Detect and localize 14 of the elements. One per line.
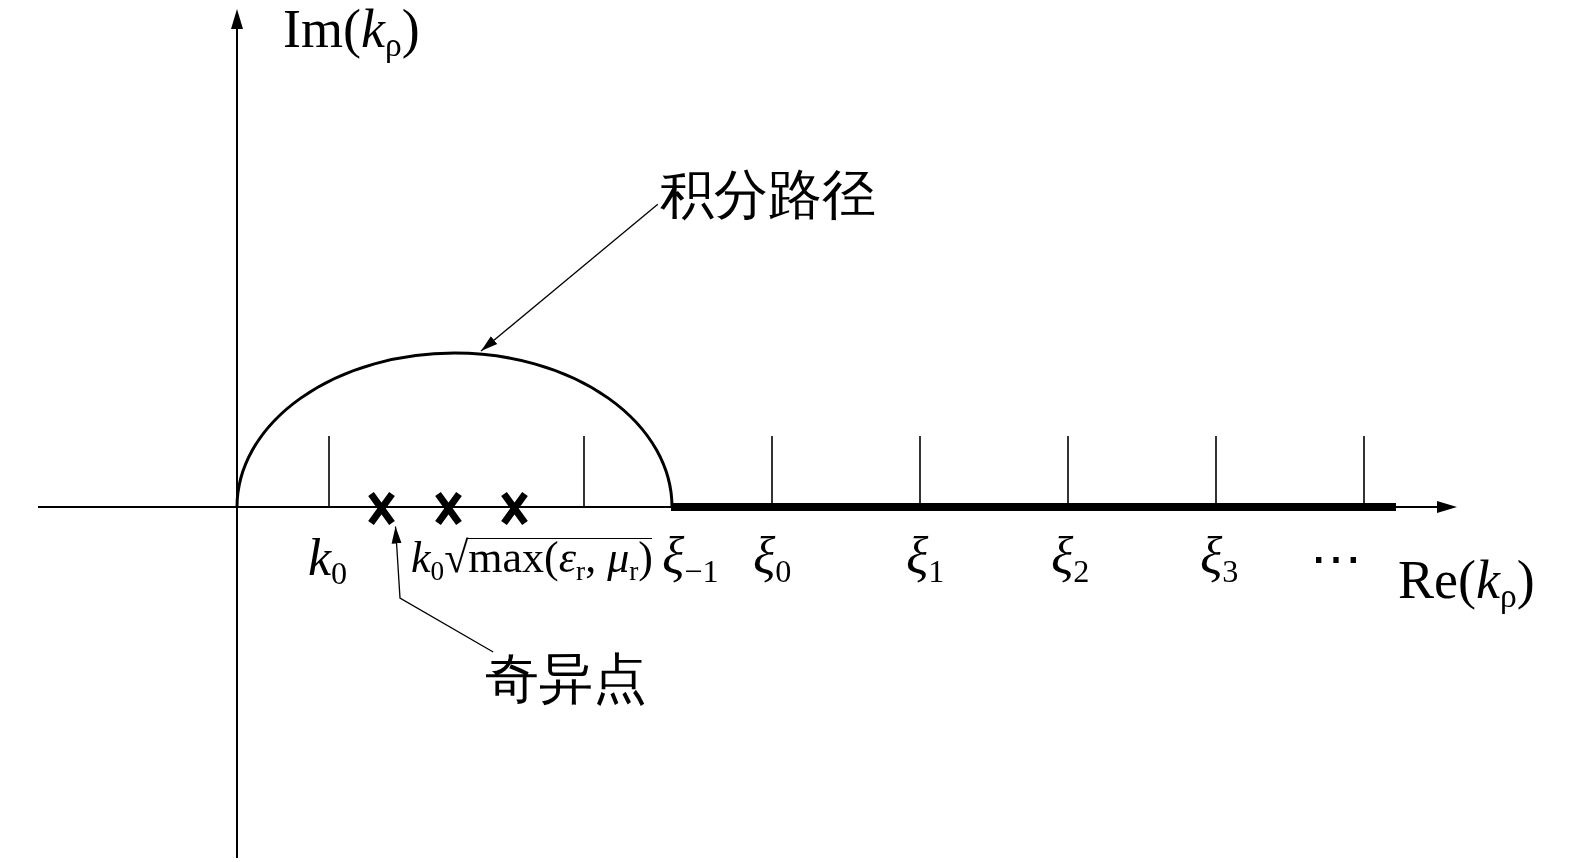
leader-arrow (391, 525, 494, 653)
axis-label: Re(k$_{ρ}$) (1398, 552, 1536, 617)
tick-label: ξ$_{3}$ (1200, 530, 1240, 592)
tick-label: k$_{0}$ (308, 532, 349, 594)
tick-label: ξ$_{−1}$ (662, 530, 720, 592)
axis-label: Im(k$_{ρ}$) (283, 1, 421, 66)
tick-label: ξ$_{0}$ (753, 530, 793, 592)
ellipsis-label: ⋯ (1310, 533, 1363, 590)
tick-label: k$_{0}$√max(ε$_{r}$, μ$_{r}$) (411, 536, 654, 588)
callout-label: 奇异点 (485, 652, 650, 718)
callout-label: 积分路径 (660, 168, 879, 234)
leader-arrow (480, 203, 659, 352)
tick-label: ξ$_{2}$ (1051, 530, 1091, 592)
tick-label: ξ$_{1}$ (906, 530, 946, 592)
